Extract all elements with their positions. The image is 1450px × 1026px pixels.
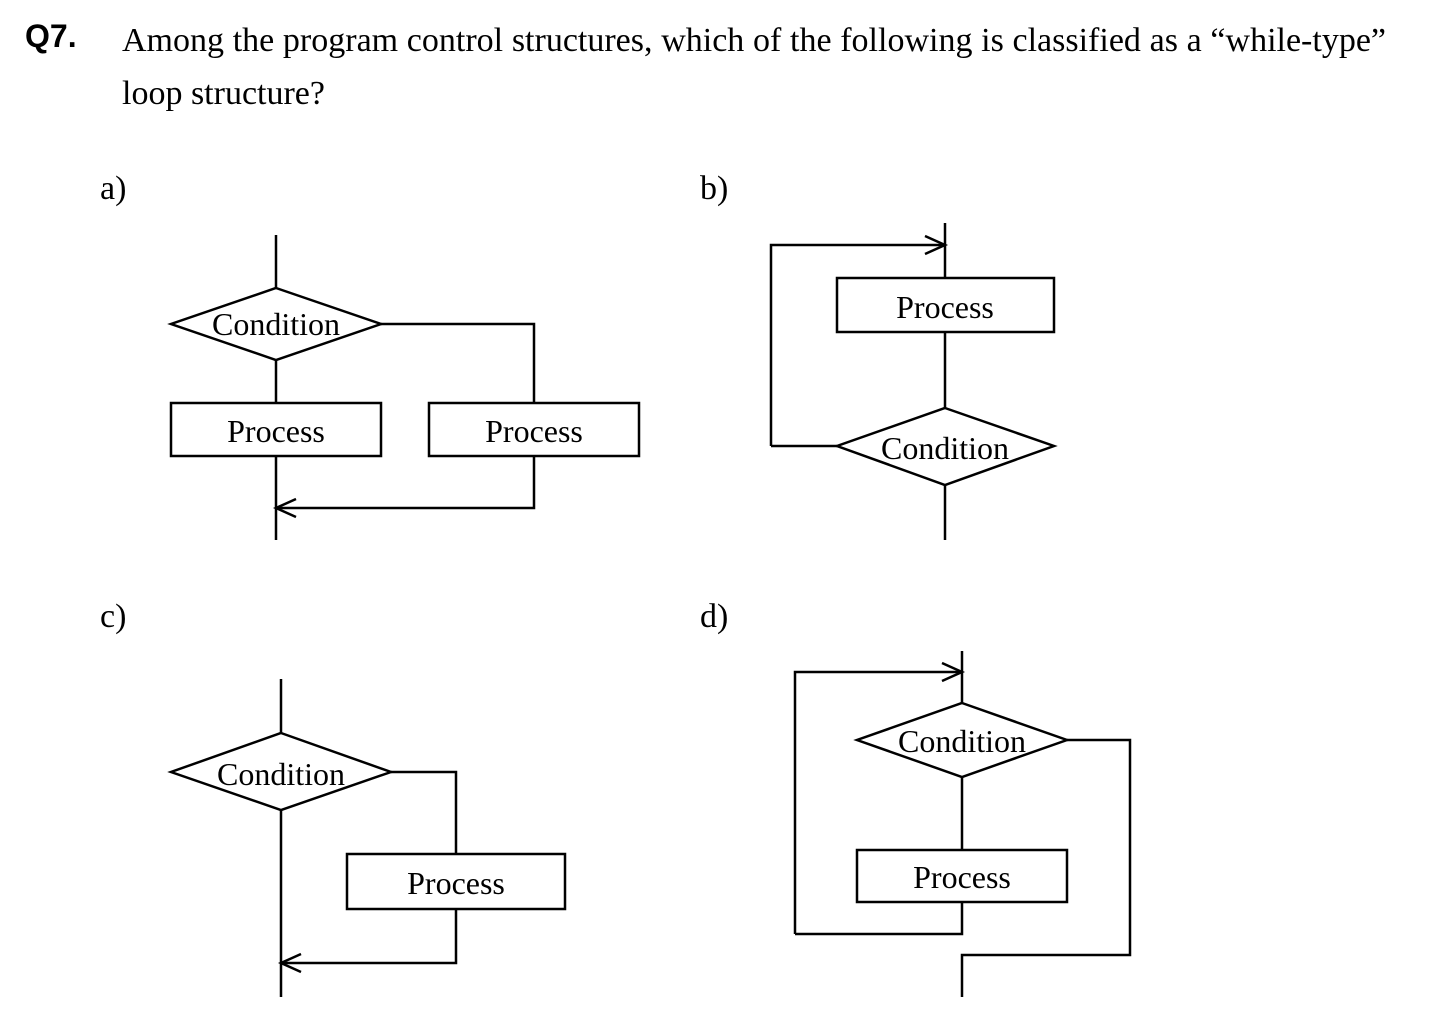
option-a-process-left-label: Process: [227, 413, 325, 449]
option-c-condition-label: Condition: [217, 756, 345, 792]
option-a-label: a): [100, 170, 127, 207]
option-b-condition-label: Condition: [881, 430, 1009, 466]
option-c-process-box: [345, 852, 567, 911]
option-c-process-label: Process: [407, 865, 505, 901]
flowchart-a: [167, 235, 641, 540]
option-d-process-label: Process: [913, 859, 1011, 895]
option-d-condition-label: Condition: [898, 723, 1026, 759]
option-d-loop-arrow: [941, 661, 966, 683]
option-c-merge-arrow: [277, 952, 302, 974]
option-d-process-box: [855, 848, 1069, 904]
option-a-condition-label: Condition: [212, 306, 340, 342]
option-b-process-label: Process: [896, 289, 994, 325]
question-text: Among the program control structures, wh…: [122, 22, 1386, 112]
option-b-label: b): [700, 170, 729, 207]
option-d-label: d): [700, 598, 729, 635]
option-a-process-right-box: [427, 401, 641, 458]
flowchart-b: [769, 223, 1058, 540]
option-a-process-right-label: Process: [485, 413, 583, 449]
question-number: Q7.: [25, 18, 77, 54]
flowchart-d: [793, 651, 1132, 997]
option-a-process-left-box: [169, 401, 383, 458]
option-a-merge-arrow: [272, 497, 297, 519]
option-b-loop-arrow: [924, 234, 949, 256]
flowchart-c: [167, 679, 567, 997]
option-b-process-box: [835, 276, 1056, 334]
option-c-label: c): [100, 598, 127, 635]
